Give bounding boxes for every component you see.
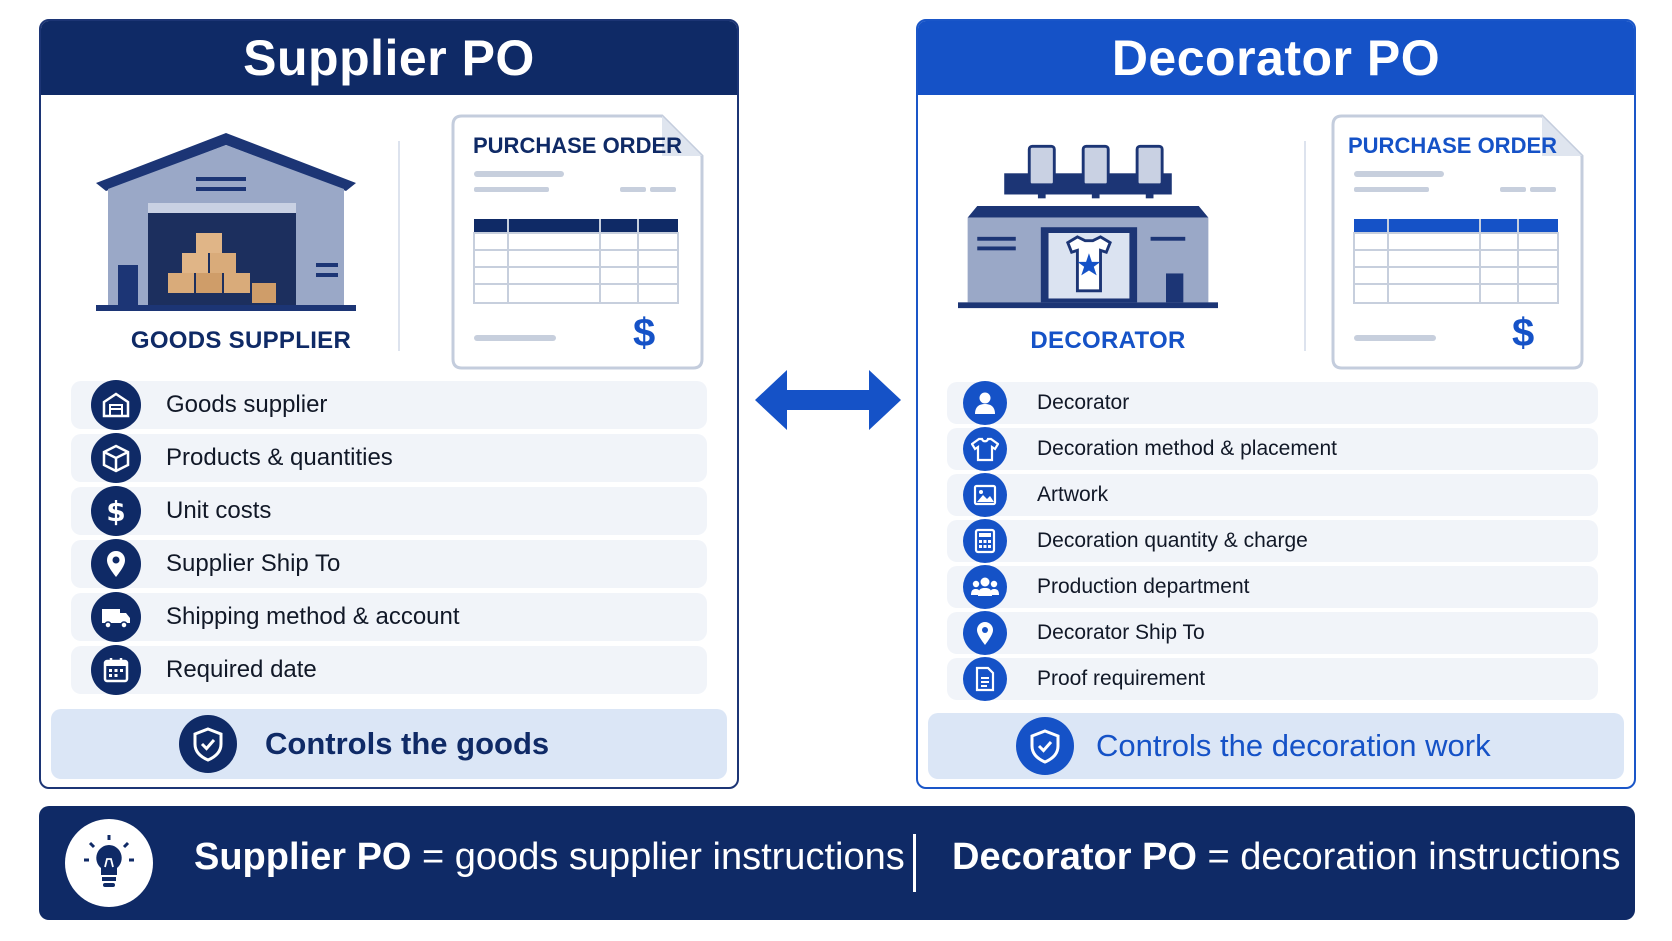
item-label: Unit costs xyxy=(166,497,272,524)
item-label: Required date xyxy=(166,656,317,683)
controls-goods-callout: Controls the goods xyxy=(51,709,727,779)
image-icon xyxy=(963,473,1007,517)
warehouse-icon xyxy=(91,380,141,430)
item-label: Goods supplier xyxy=(166,391,328,418)
shield-check-icon xyxy=(179,715,237,773)
item-label: Decoration method & placement xyxy=(1037,437,1337,460)
supplier-po-panel: Supplier PO GOODS SUPPLIER xyxy=(39,19,739,789)
calendar-icon xyxy=(91,645,141,695)
list-item: Decoration quantity & charge xyxy=(947,519,1598,563)
list-item: $ Unit costs xyxy=(71,486,707,536)
supplier-field-list: Goods supplier Products & quantities $ U… xyxy=(71,380,707,699)
divider xyxy=(398,141,400,351)
person-icon xyxy=(963,381,1007,425)
item-label: Proof requirement xyxy=(1037,667,1206,690)
controls-text: Controls the goods xyxy=(265,726,550,761)
location-pin-icon xyxy=(91,539,141,589)
item-label: Decorator Ship To xyxy=(1037,621,1205,644)
item-label: Artwork xyxy=(1037,483,1109,506)
banner-supplier-term: Supplier PO xyxy=(194,836,412,878)
decorator-label: DECORATOR xyxy=(1030,327,1186,354)
list-item: Goods supplier xyxy=(71,380,707,430)
item-label: Production department xyxy=(1037,575,1250,598)
goods-supplier-label: GOODS SUPPLIER xyxy=(130,327,352,354)
banner-supplier-summary: Supplier PO = goods supplier instruction… xyxy=(194,836,905,879)
banner-supplier-definition: = goods supplier instructions xyxy=(411,836,905,878)
list-item: Supplier Ship To xyxy=(71,539,707,589)
list-item: Decorator xyxy=(947,381,1598,425)
list-item: Proof requirement xyxy=(947,657,1598,701)
svg-text:$: $ xyxy=(106,496,125,526)
purchase-order-document xyxy=(451,114,704,370)
controls-decoration-callout: Controls the decoration work xyxy=(928,713,1624,779)
list-item: Production department xyxy=(947,565,1598,609)
dollar-icon: $ xyxy=(91,486,141,536)
purchase-order-title: PURCHASE ORDER xyxy=(473,133,683,158)
calculator-icon xyxy=(963,519,1007,563)
banner-decorator-term: Decorator PO xyxy=(952,836,1197,878)
document-icon xyxy=(963,657,1007,701)
item-label: Supplier Ship To xyxy=(166,550,341,577)
banner-divider xyxy=(913,834,916,892)
divider xyxy=(1304,141,1306,351)
team-icon xyxy=(963,565,1007,609)
decorator-machine-illustration xyxy=(958,144,1218,309)
decorator-field-list: Decorator Decoration method & placement … xyxy=(947,381,1598,704)
decorator-po-panel: Decorator PO DECORATOR xyxy=(916,19,1636,789)
dollar-symbol: $ xyxy=(633,311,656,355)
list-item: Decorator Ship To xyxy=(947,611,1598,655)
purchase-order-title: PURCHASE ORDER xyxy=(1348,133,1558,158)
supplier-po-title: Supplier PO xyxy=(41,21,737,95)
list-item: Required date xyxy=(71,645,707,695)
purchase-order-document xyxy=(1331,114,1584,370)
box-icon xyxy=(91,433,141,483)
truck-icon xyxy=(91,592,141,642)
list-item: Products & quantities xyxy=(71,433,707,483)
list-item: Artwork xyxy=(947,473,1598,517)
decorator-po-title: Decorator PO xyxy=(918,21,1634,95)
item-label: Products & quantities xyxy=(166,444,393,471)
tshirt-icon xyxy=(963,427,1007,471)
list-item: Decoration method & placement xyxy=(947,427,1598,471)
location-pin-icon xyxy=(963,611,1007,655)
list-item: Shipping method & account xyxy=(71,592,707,642)
banner-decorator-definition: = decoration instructions xyxy=(1196,836,1621,878)
dollar-symbol: $ xyxy=(1512,311,1535,355)
item-label: Decorator xyxy=(1037,391,1130,414)
item-label: Decoration quantity & charge xyxy=(1037,529,1308,552)
double-arrow-icon xyxy=(755,370,901,430)
controls-text: Controls the decoration work xyxy=(1096,728,1491,763)
warehouse-illustration xyxy=(96,133,356,311)
item-label: Shipping method & account xyxy=(166,603,460,630)
lightbulb-icon xyxy=(65,819,153,907)
banner-decorator-summary: Decorator PO = decoration instructions xyxy=(952,836,1620,879)
summary-banner: Supplier PO = goods supplier instruction… xyxy=(39,806,1635,920)
shield-check-icon xyxy=(1016,717,1074,775)
